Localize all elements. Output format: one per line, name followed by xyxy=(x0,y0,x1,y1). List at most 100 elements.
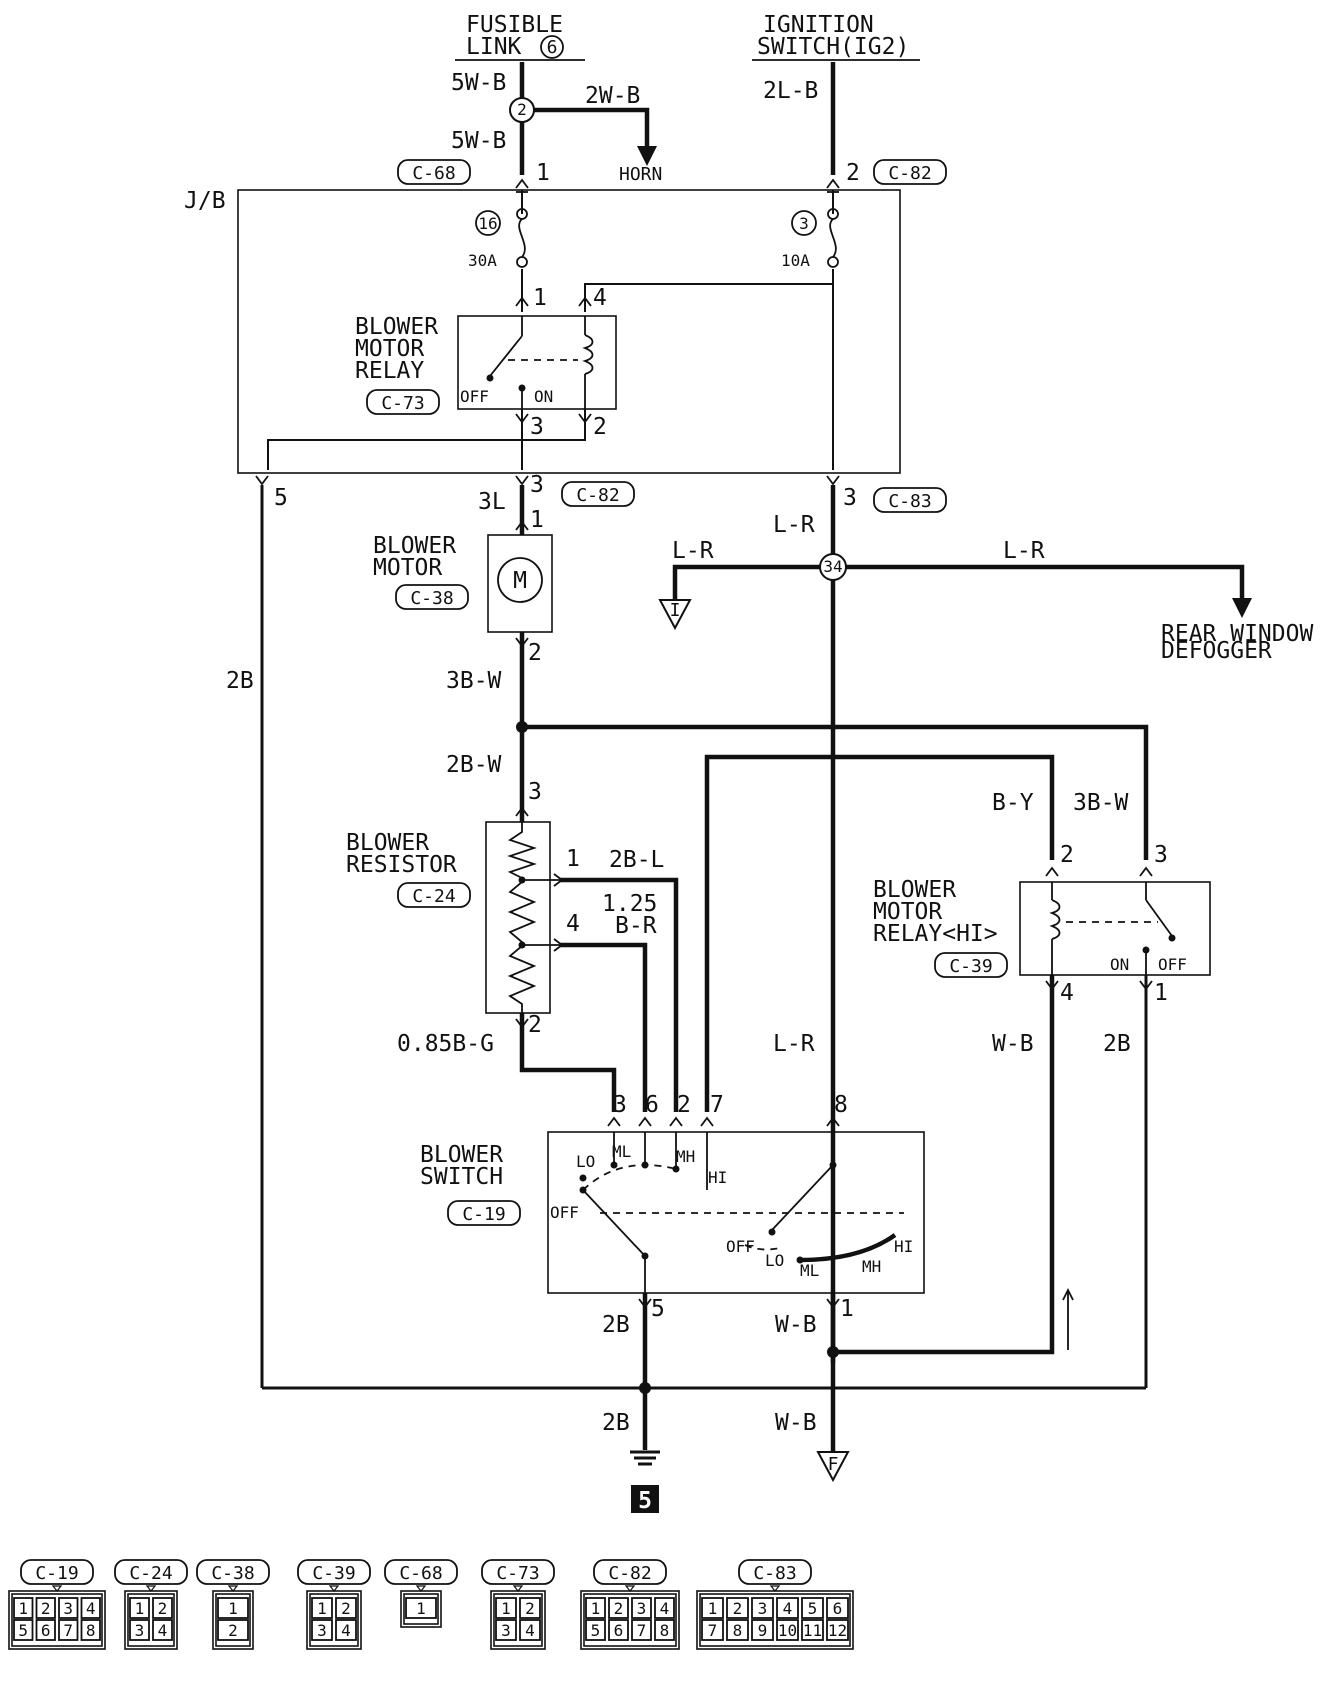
pin-number: 6 xyxy=(645,1092,659,1118)
legend-cell: 1 xyxy=(416,1599,426,1618)
switch-ml2-label: ML xyxy=(800,1261,819,1280)
pin-number: 4 xyxy=(1060,980,1074,1006)
switch-lo-label: LO xyxy=(576,1152,595,1171)
switch-hi2-label: HI xyxy=(894,1237,913,1256)
pin-number: 3 xyxy=(530,414,544,440)
fusible-link-label-1: FUSIBLE xyxy=(466,12,563,38)
legend-connector-id: C-68 xyxy=(399,1563,442,1584)
connector-c19: C-19 xyxy=(462,1204,505,1225)
blower-switch-box xyxy=(547,1131,925,1294)
legend-cell: 2 xyxy=(733,1599,743,1618)
pin-number: 1 xyxy=(1154,980,1168,1006)
ignition-label-2: SWITCH(IG2) xyxy=(757,34,909,60)
pin-number: 3 xyxy=(1154,842,1168,868)
connector-c68: C-68 xyxy=(412,163,455,184)
relay-hi-off-label: OFF xyxy=(1158,955,1187,974)
jb-label: J/B xyxy=(184,188,226,214)
wires xyxy=(260,62,1252,1452)
junction-dot xyxy=(516,721,528,733)
ground-5-symbol xyxy=(630,1450,660,1513)
legend-cell: 4 xyxy=(525,1621,535,1640)
pin-number: 1 xyxy=(533,285,547,311)
pin-number: 2 xyxy=(528,640,542,666)
wire-lr-right xyxy=(833,564,1245,602)
pin-number: 3 xyxy=(528,779,542,805)
legend-cell: 2 xyxy=(341,1599,351,1618)
relay-hi-coil xyxy=(1049,899,1061,940)
wire-label: L-R xyxy=(1003,538,1045,564)
blower-motor-relay-label-2: MOTOR xyxy=(355,336,424,362)
relay-hi-arm xyxy=(1145,899,1173,937)
legend-cell: 4 xyxy=(783,1599,793,1618)
pin-number: 2 xyxy=(593,414,607,440)
relay-coil xyxy=(582,334,594,375)
motor-symbol xyxy=(497,557,543,603)
legend-cell: 3 xyxy=(637,1599,647,1618)
splice-34-label: 34 xyxy=(823,557,842,576)
legend-cell: 3 xyxy=(135,1621,145,1640)
wire-by xyxy=(704,754,1055,1112)
fuse-3 xyxy=(827,208,839,268)
splice-2-label: 2 xyxy=(517,100,527,119)
defogger-label-1: REAR WINDOW xyxy=(1161,621,1313,647)
legend-cell: 1 xyxy=(591,1599,601,1618)
blower-motor-label-1: BLOWER xyxy=(373,533,456,559)
legend-connector-id: C-83 xyxy=(753,1563,796,1584)
legend-connector-id: C-82 xyxy=(608,1563,651,1584)
wire-label: 5W-B xyxy=(451,70,506,96)
wire-label: 3B-W xyxy=(446,668,502,694)
component-labels: FUSIBLE LINK 6 IGNITION SWITCH(IG2) J/B … xyxy=(184,12,1313,1514)
resistor-element xyxy=(507,822,537,1013)
fusible-link-number: 6 xyxy=(547,37,558,58)
relay-hi-label-1: BLOWER xyxy=(873,877,956,903)
switch-mh2-label: MH xyxy=(862,1257,881,1276)
legend-cell: 3 xyxy=(758,1599,768,1618)
junction-block xyxy=(237,189,901,474)
horn-arrow xyxy=(637,146,657,166)
pin-number: 1 xyxy=(566,846,580,872)
wire-2bl xyxy=(560,877,679,1112)
legend-cell: 7 xyxy=(63,1621,73,1640)
blower-switch-label-2: SWITCH xyxy=(420,1164,503,1190)
relay-on-label: ON xyxy=(534,387,553,406)
wire-jb-coil xyxy=(584,283,833,312)
legend-cell: 4 xyxy=(86,1599,96,1618)
legend-cell: 5 xyxy=(591,1621,601,1640)
connector-c82-top: C-82 xyxy=(888,163,931,184)
blower-motor-label-2: MOTOR xyxy=(373,555,442,581)
junction-dot xyxy=(639,1382,651,1394)
fuse-16 xyxy=(516,208,528,268)
relay-hi-label-2: MOTOR xyxy=(873,899,942,925)
wire-labels: 5W-B 5W-B 2W-B 2L-B 3L L-R L-R L-R 2B 3B… xyxy=(226,70,1131,1436)
wire-2wb-horn xyxy=(522,107,650,150)
fuse3-number: 3 xyxy=(799,214,809,233)
legend-cell: 3 xyxy=(501,1621,511,1640)
legend-cell: 11 xyxy=(803,1621,822,1640)
pin-number: 4 xyxy=(566,911,580,937)
legend-cell: 2 xyxy=(228,1621,238,1640)
legend-cell: 3 xyxy=(317,1621,327,1640)
legend-cell: 8 xyxy=(86,1621,96,1640)
legend-cell: 1 xyxy=(228,1599,238,1618)
switch-right-section xyxy=(744,1132,897,1293)
legend-cell: 4 xyxy=(158,1621,168,1640)
wire-label: 2L-B xyxy=(763,78,818,104)
legend-cell: 6 xyxy=(41,1621,51,1640)
legend-cell: 5 xyxy=(18,1621,28,1640)
pin-markers xyxy=(255,178,1153,1309)
wire-label: L-R xyxy=(773,512,815,538)
legend-cell: 4 xyxy=(341,1621,351,1640)
fuse16-number: 16 xyxy=(478,214,497,233)
connector-c82-bottom: C-82 xyxy=(576,485,619,506)
pin-number: 3 xyxy=(843,485,857,511)
legend-cell: 9 xyxy=(758,1621,768,1640)
blower-motor-relay-label-3: RELAY xyxy=(355,358,424,384)
wire-label: 1.25 xyxy=(602,891,657,917)
terminal-i-symbol xyxy=(658,599,692,631)
fuse16-amp: 30A xyxy=(468,251,497,270)
